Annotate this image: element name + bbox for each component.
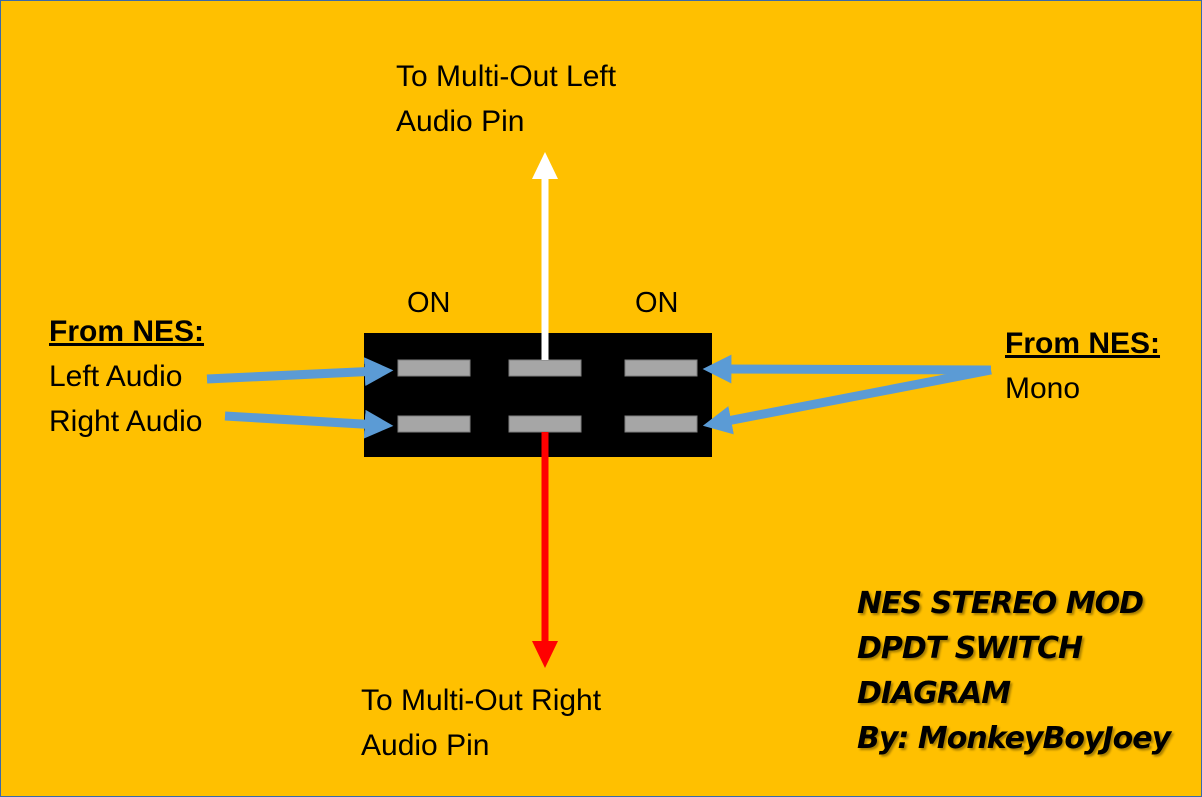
mono-arrow-bottom — [702, 365, 992, 435]
mono-label: Mono — [1005, 372, 1081, 405]
title-line1: NES STEREO MOD — [857, 586, 1144, 621]
top-output-label-line2: Audio Pin — [396, 105, 525, 138]
right-output-arrow — [532, 432, 558, 668]
terminal-top-right — [624, 359, 698, 377]
terminal-bottom-left — [397, 415, 471, 433]
terminal-top-left — [397, 359, 471, 377]
top-output-label-line1: To Multi-Out Left — [396, 60, 617, 93]
title-line2: DPDT SWITCH — [857, 631, 1083, 666]
left-audio-label: Left Audio — [49, 360, 183, 393]
dpdt-switch-body — [364, 333, 712, 457]
switch-position-left-label: ON — [407, 287, 451, 319]
left-output-arrow — [532, 152, 558, 360]
left-inputs-heading: From NES: — [49, 315, 205, 348]
switch-position-right-label: ON — [635, 287, 679, 319]
terminal-bottom-center — [508, 415, 582, 433]
title-line3: DIAGRAM — [857, 676, 1011, 711]
left-audio-arrow — [206, 357, 394, 387]
diagram-title: NES STEREO MOD DPDT SWITCH DIAGRAM By: M… — [857, 581, 1171, 761]
right-inputs-heading: From NES: — [1005, 327, 1161, 360]
title-author: By: MonkeyBoyJoey — [857, 721, 1171, 756]
bottom-output-label-line2: Audio Pin — [361, 729, 490, 762]
mono-arrow-top — [702, 354, 992, 384]
terminal-top-center — [508, 359, 582, 377]
terminal-bottom-right — [624, 415, 698, 433]
right-audio-arrow — [224, 409, 394, 439]
bottom-output-label-line1: To Multi-Out Right — [361, 684, 602, 717]
right-audio-label: Right Audio — [49, 405, 203, 438]
